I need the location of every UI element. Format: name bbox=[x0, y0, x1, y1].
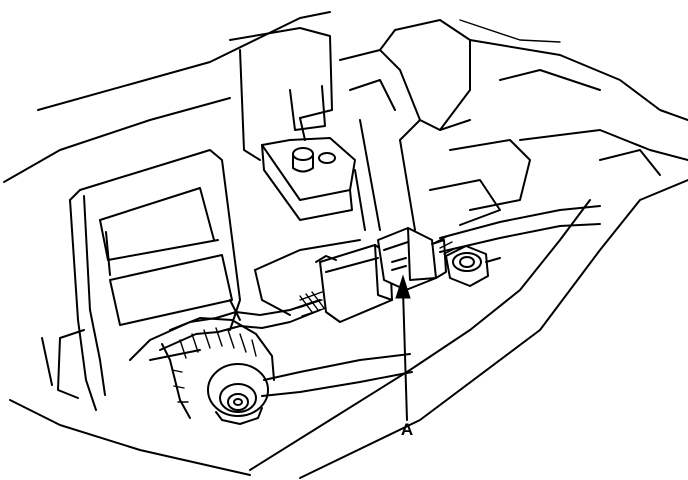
callout-label-a: A bbox=[400, 420, 414, 439]
connector bbox=[297, 227, 447, 323]
mounting-bolt bbox=[445, 245, 501, 287]
panel-frame bbox=[41, 149, 241, 411]
cable-trough bbox=[229, 139, 531, 321]
upper-bracket bbox=[229, 19, 471, 231]
wire-harness-left bbox=[129, 291, 325, 361]
wire-harness-right bbox=[435, 205, 601, 255]
console-housing bbox=[3, 11, 688, 479]
gear-motor-unit bbox=[161, 317, 413, 425]
callout-arrow bbox=[395, 274, 411, 421]
